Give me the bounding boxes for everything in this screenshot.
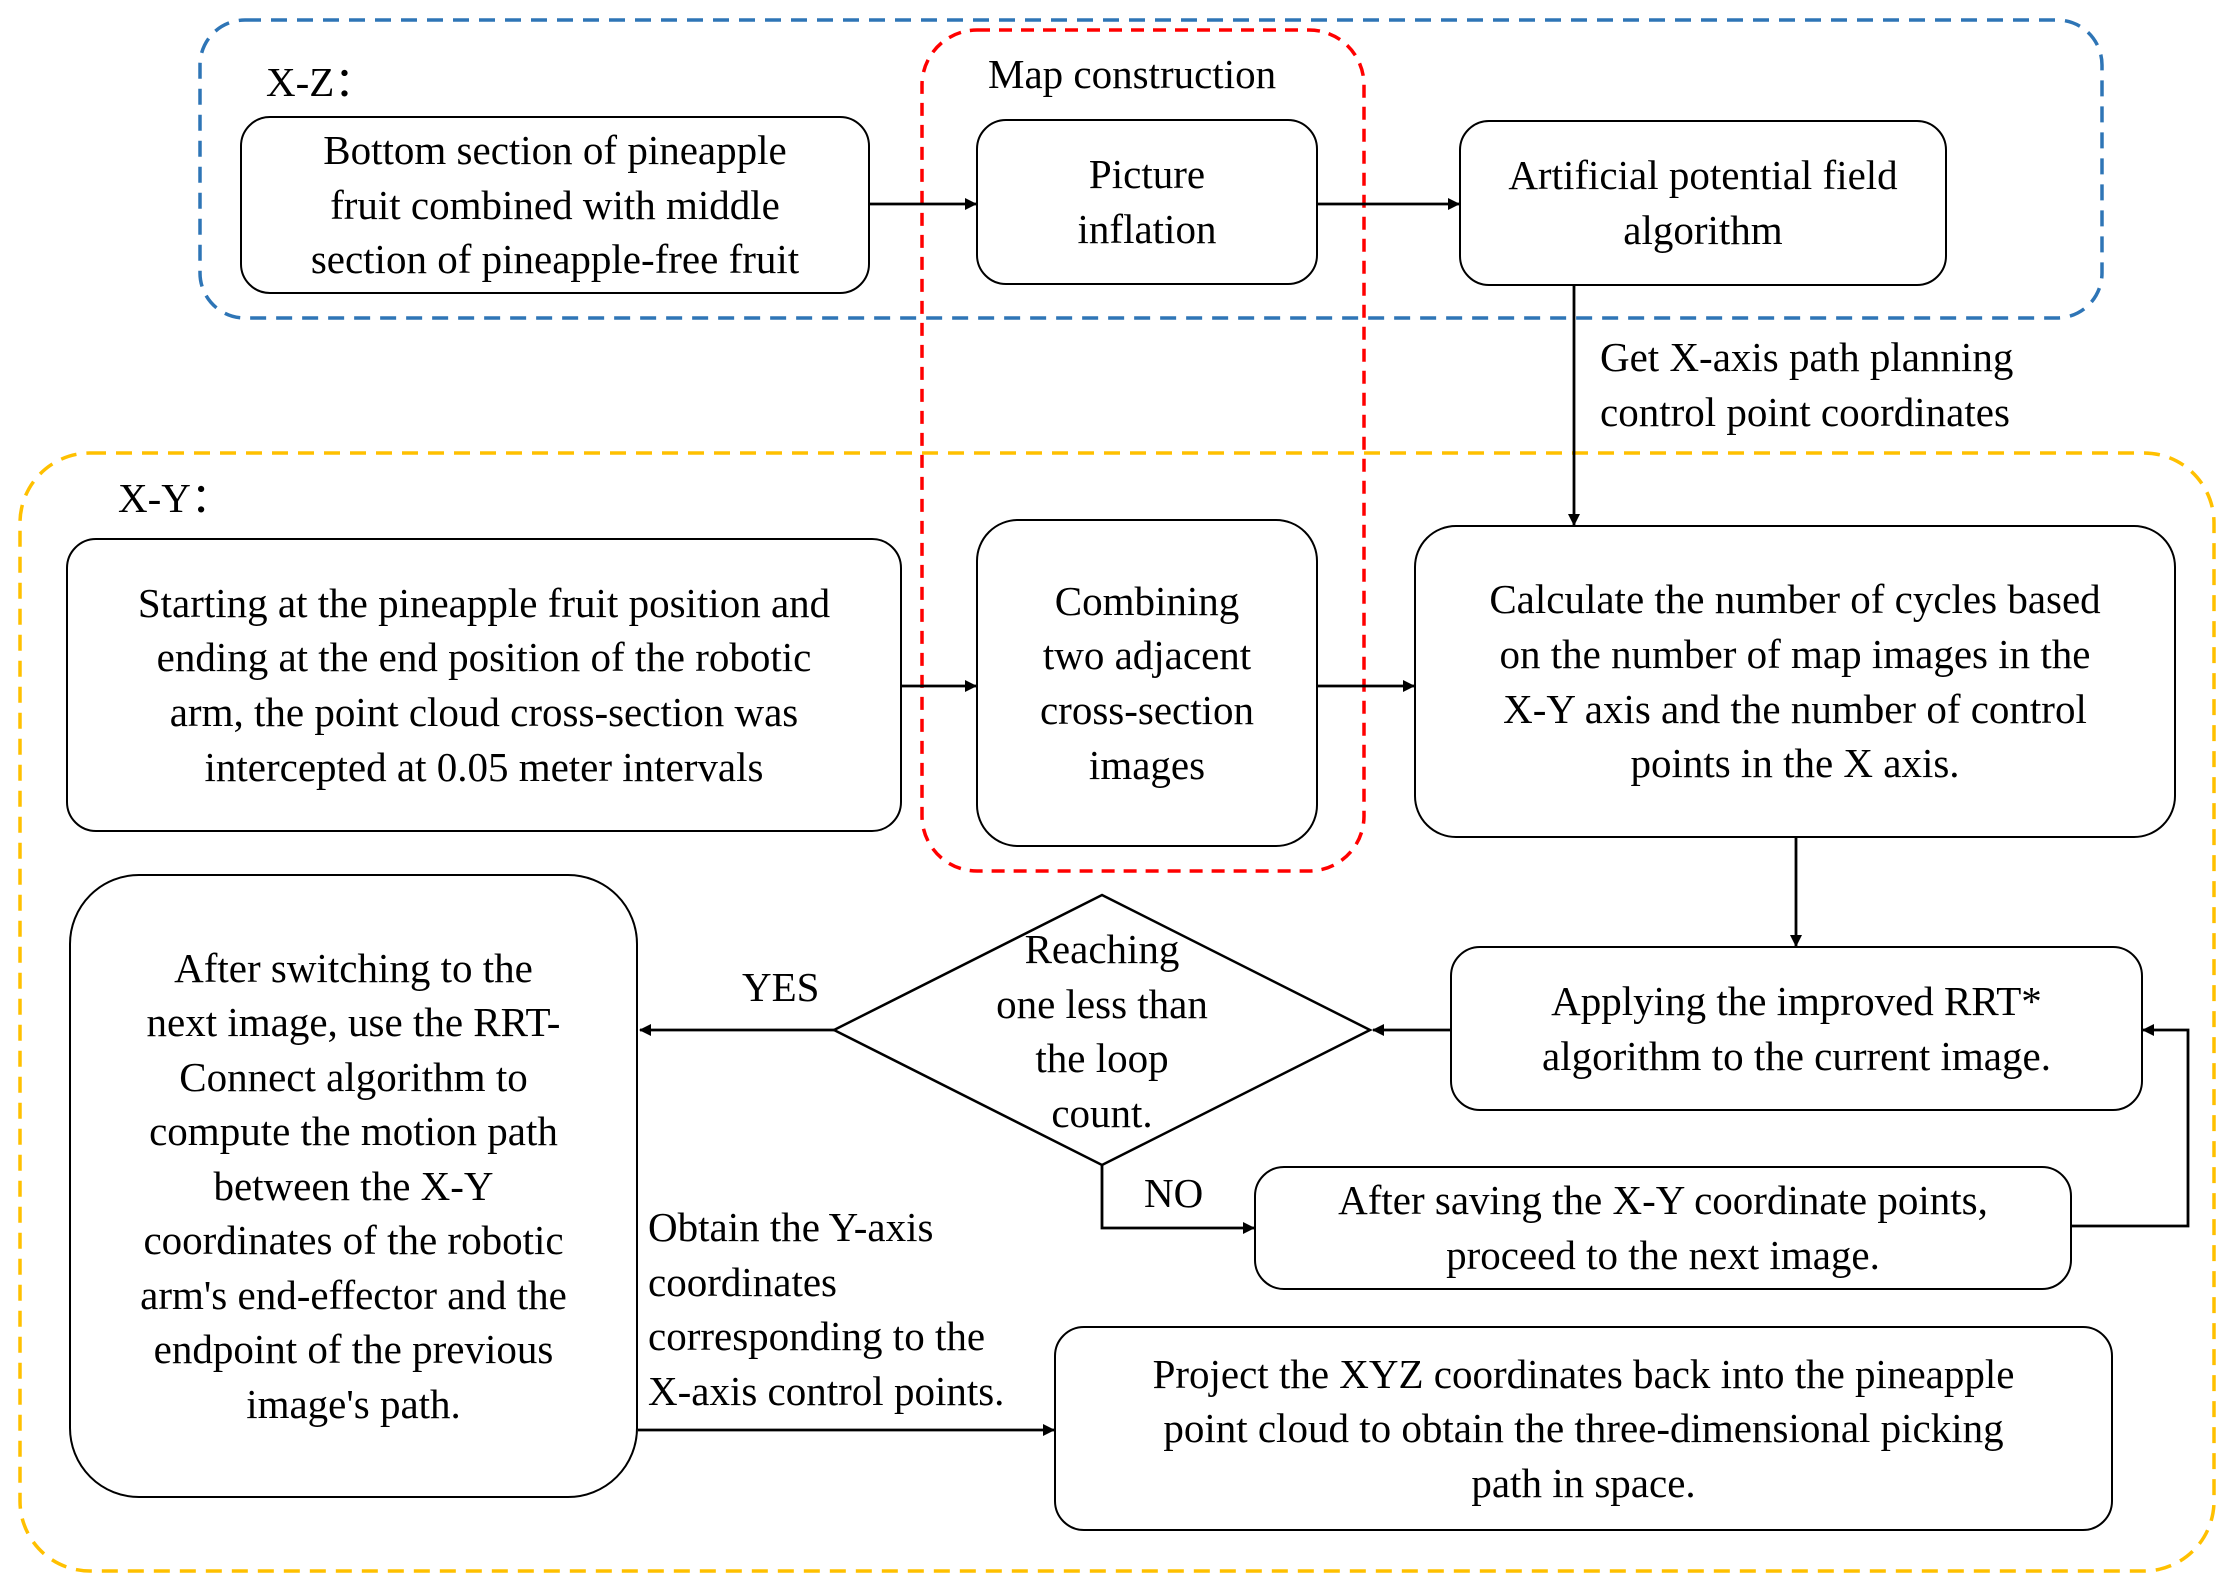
after-switching-box: After switching to the next image, use t…: [69, 874, 638, 1498]
picture-inflation-text: Picture inflation: [1077, 151, 1217, 252]
project-box: Project the XYZ coordinates back into th…: [1054, 1326, 2113, 1531]
yes-label: YES: [742, 964, 820, 1010]
arrow-saving-loop: [2072, 1024, 2190, 1228]
after-saving-text: After saving the X-Y coordinate points, …: [1338, 1177, 1988, 1278]
map-construction-border: [920, 28, 1366, 873]
starting-box: Starting at the pineapple fruit position…: [66, 538, 902, 832]
apf-text: Artificial potential field algorithm: [1508, 152, 1898, 253]
obtain-y-label: Obtain the Y-axis coordinates correspond…: [648, 1204, 1005, 1414]
apf-box: Artificial potential field algorithm: [1459, 120, 1947, 286]
xy-region-border: [18, 451, 2216, 1573]
decision-text: Reaching one less than the loop count.: [996, 926, 1208, 1136]
calculate-box: Calculate the number of cycles based on …: [1414, 525, 2176, 838]
no-label: NO: [1144, 1170, 1204, 1216]
bottom-section-box: Bottom section of pineapple fruit combin…: [240, 116, 870, 294]
starting-text: Starting at the pineapple fruit position…: [137, 579, 831, 790]
arrow-decision-no: [1100, 1165, 1255, 1234]
after-switching-text: After switching to the next image, use t…: [140, 944, 567, 1427]
bottom-section-text: Bottom section of pineapple fruit combin…: [310, 127, 800, 283]
calculate-text: Calculate the number of cycles based on …: [1489, 576, 2101, 787]
map-construction-label: Map construction: [988, 51, 1277, 97]
combining-box: Combining two adjacent cross-section ima…: [976, 519, 1318, 847]
project-text: Project the XYZ coordinates back into th…: [1152, 1350, 2015, 1506]
xz-label: X-Z：: [266, 59, 376, 105]
combining-text: Combining two adjacent cross-section ima…: [1039, 577, 1255, 788]
xz-region-border: [198, 18, 2104, 320]
applying-text: Applying the improved RRT* algorithm to …: [1542, 977, 2051, 1079]
applying-box: Applying the improved RRT* algorithm to …: [1450, 946, 2143, 1111]
after-saving-box: After saving the X-Y coordinate points, …: [1254, 1166, 2072, 1290]
picture-inflation-box: Picture inflation: [976, 119, 1318, 285]
xy-label: X-Y：: [118, 475, 232, 521]
get-x-axis-label: Get X-axis path planning control point c…: [1600, 334, 2014, 435]
